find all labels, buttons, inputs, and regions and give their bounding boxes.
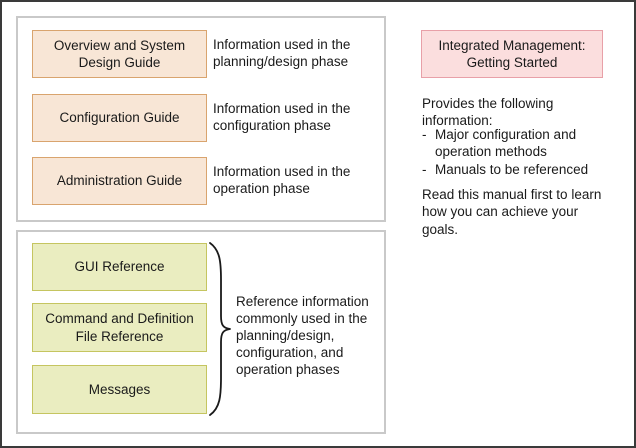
list-item: - Manuals to be referenced	[422, 161, 622, 178]
description-configuration-guide: Information used in the configuration ph…	[213, 101, 351, 133]
description-administration-guide: Information used in the operation phase	[213, 164, 351, 196]
bullet-text: Major configuration and operation method…	[435, 127, 577, 160]
card-configuration-guide[interactable]: Configuration Guide	[32, 94, 207, 142]
bullet-dash-icon: -	[422, 161, 427, 177]
card-command-and-definition-file-reference[interactable]: Command and Definition File Reference	[32, 303, 207, 352]
list-item: - Major configuration and operation meth…	[422, 126, 622, 161]
card-messages[interactable]: Messages	[32, 365, 207, 414]
card-administration-guide[interactable]: Administration Guide	[32, 157, 207, 205]
card-overview-and-system-design-guide[interactable]: Overview and System Design Guide	[32, 30, 207, 78]
getting-started-intro-text: Provides the following information:	[422, 96, 554, 129]
card-gui-reference[interactable]: GUI Reference	[32, 243, 207, 291]
getting-started-bullet-list: - Major configuration and operation meth…	[422, 126, 622, 178]
getting-started-outro-text: Read this manual first to learn how you …	[422, 187, 602, 237]
bullet-text: Manuals to be referenced	[435, 161, 589, 177]
description-overview-and-system-design-guide: Information used in the planning/design …	[213, 37, 351, 69]
bullet-dash-icon: -	[422, 127, 427, 142]
card-integrated-management-getting-started[interactable]: Integrated Management: Getting Started	[421, 30, 603, 78]
reference-caption: Reference information commonly used in t…	[236, 294, 369, 377]
